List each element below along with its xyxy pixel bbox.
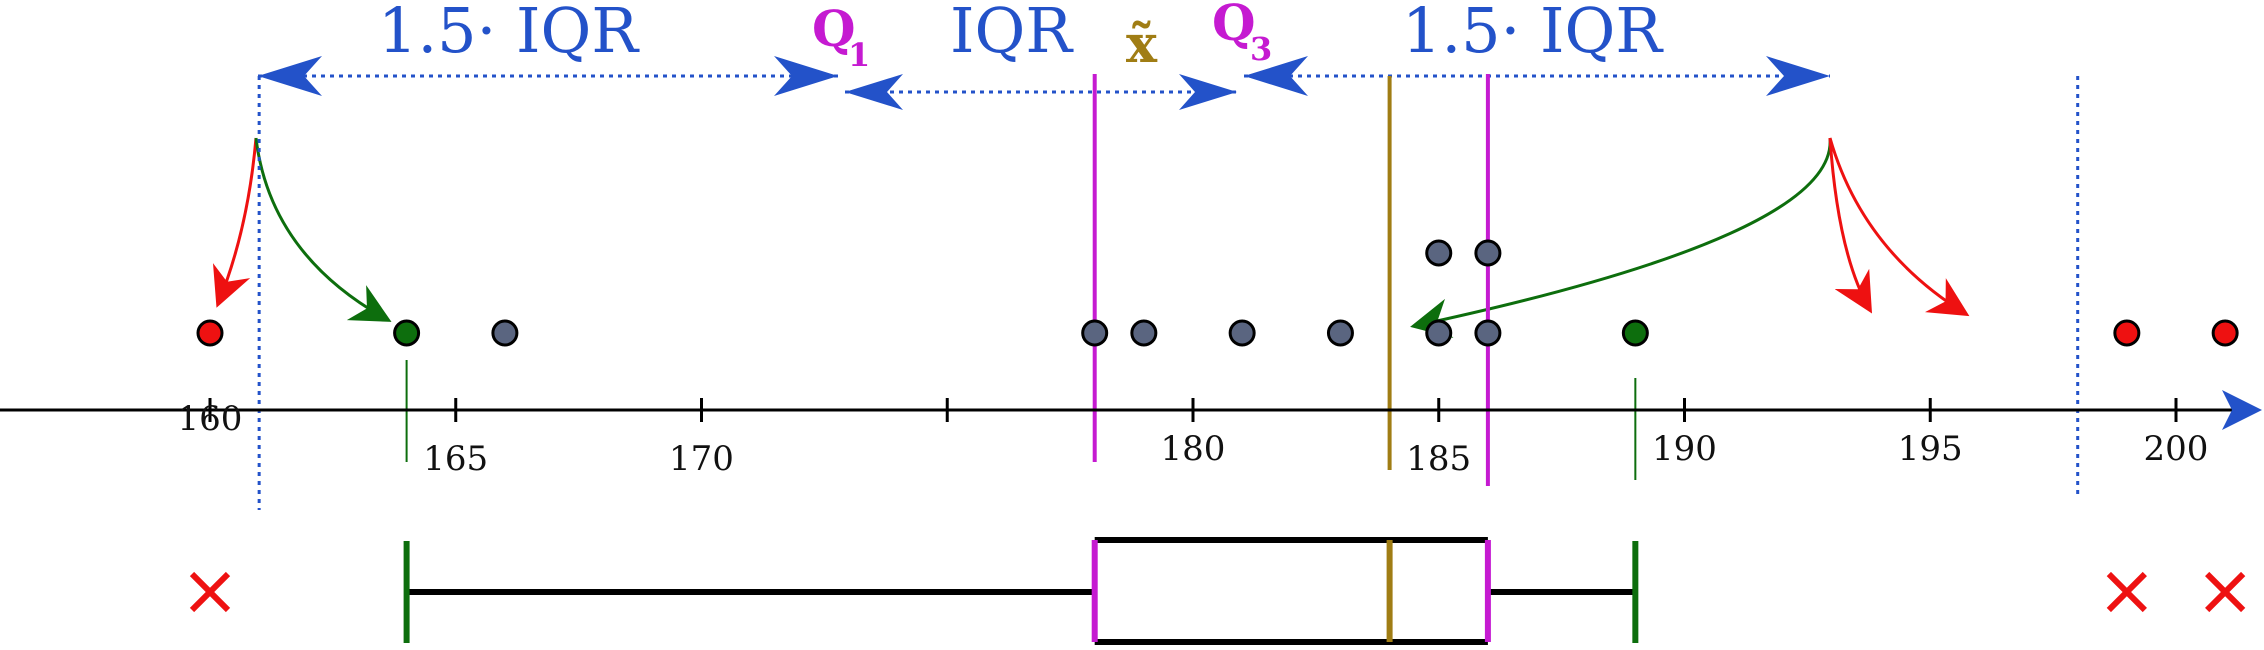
- q3-subscript: 3: [1250, 30, 1272, 68]
- right-whisker-arrow: [1410, 137, 1832, 338]
- data-point-normal: [1474, 319, 1502, 347]
- axis-tick-label-200: 200: [2144, 429, 2209, 469]
- axis-tick-label-165: 165: [423, 439, 488, 479]
- iqr-label: IQR: [950, 0, 1074, 67]
- data-point-normal: [1425, 239, 1453, 267]
- data-point-outlier: [2211, 319, 2239, 347]
- axis-tick-label-190: 190: [1652, 429, 1717, 469]
- right-outlier-arrow-2: [1828, 137, 1970, 317]
- axis-tick-label-160: 160: [178, 399, 243, 439]
- data-point-whisker: [1621, 319, 1649, 347]
- data-point-outlier: [196, 319, 224, 347]
- iqr-arrowhead-right: [1179, 74, 1237, 110]
- axis-tick-label-185: 185: [1406, 439, 1471, 479]
- left-whisker-arrow: [254, 137, 392, 322]
- left-outlier-arrow: [212, 137, 258, 308]
- data-point-normal: [1474, 239, 1502, 267]
- outlier-cross-icon: [2106, 571, 2147, 613]
- left-fence-arrowhead-right: [774, 56, 838, 96]
- outlier-cross-icon: [189, 571, 231, 613]
- data-point-outlier: [2113, 319, 2141, 347]
- outlier-cross-icon: [2205, 571, 2246, 613]
- q3-label: Q: [1212, 0, 1256, 52]
- axis-tick-label-170: 170: [669, 439, 734, 479]
- left-fence-label: 1.5· IQR: [378, 0, 640, 67]
- right-fence-arrowhead-left: [1244, 56, 1308, 96]
- data-point-normal: [1130, 319, 1158, 347]
- left-fence-arrowhead-left: [258, 56, 322, 96]
- q1-subscript: 1: [848, 36, 870, 74]
- right-outlier-arrow-1: [1828, 137, 1873, 314]
- iqr-arrowhead-left: [845, 74, 903, 110]
- data-point-normal: [491, 319, 519, 347]
- axis-tick-label-180: 180: [1161, 429, 1226, 469]
- data-point-normal: [1326, 319, 1354, 347]
- data-point-whisker: [393, 319, 421, 347]
- data-point-normal: [1081, 319, 1109, 347]
- right-fence-arrowhead-right: [1766, 56, 1830, 96]
- data-point-normal: [1425, 319, 1453, 347]
- right-fence-label: 1.5· IQR: [1402, 0, 1664, 67]
- data-point-normal: [1228, 319, 1256, 347]
- axis-tick-label-195: 195: [1898, 429, 1963, 469]
- median-label: x̃: [1126, 14, 1158, 75]
- q1-label: Q: [812, 0, 856, 58]
